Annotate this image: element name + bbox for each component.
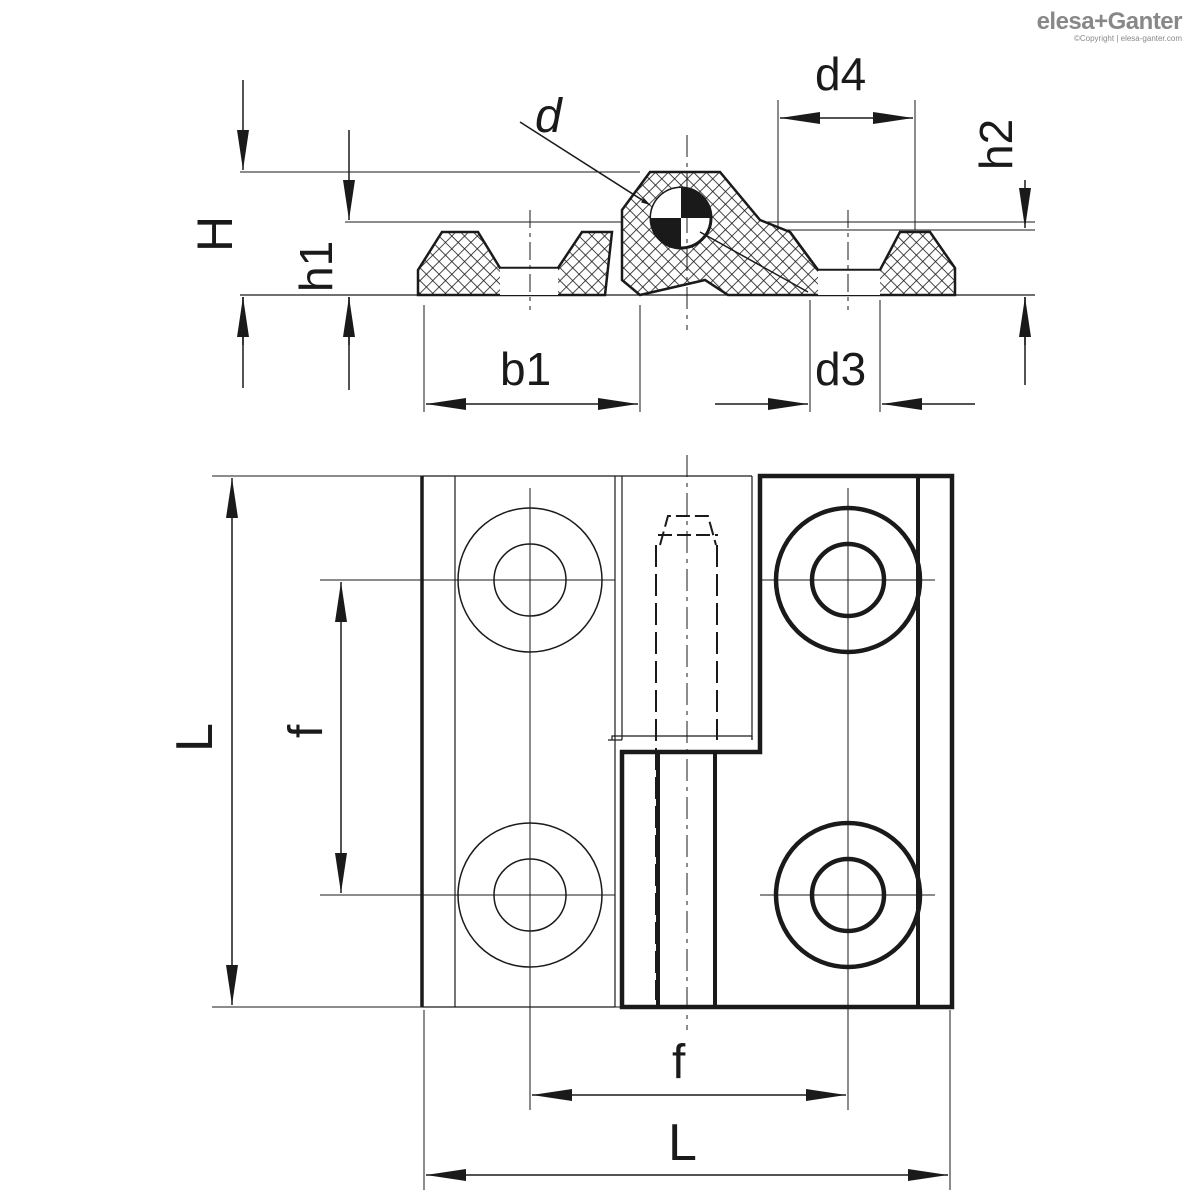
label-h1: h1: [290, 241, 342, 292]
label-f-vertical: f: [280, 724, 333, 738]
label-L-vertical: L: [166, 723, 224, 752]
label-f-horizontal: f: [672, 1036, 686, 1089]
right-leaf-outline: [619, 473, 955, 1010]
pin-quadrant-2: [681, 188, 711, 218]
brand-logo: elesa+Ganter ©Copyright | elesa-ganter.c…: [1036, 8, 1183, 43]
d-leader: [519, 121, 651, 206]
label-h2: h2: [970, 119, 1022, 170]
pin-hidden-top: [659, 515, 717, 546]
top-view: [212, 455, 955, 1190]
left-hole-gap: [500, 268, 558, 295]
label-b1: b1: [500, 343, 551, 395]
right-hole-gap: [818, 270, 880, 295]
brand-name: elesa+Ganter: [1036, 8, 1183, 35]
side-view: [237, 80, 1035, 412]
label-L-horizontal: L: [668, 1114, 697, 1172]
label-d4: d4: [815, 48, 866, 100]
label-H: H: [187, 216, 243, 252]
brand-copyright: ©Copyright | elesa-ganter.com: [1073, 34, 1182, 43]
label-d: d: [535, 90, 563, 143]
pin-quadrant-3: [651, 218, 681, 248]
label-d3: d3: [815, 343, 866, 395]
pin-quadrant-1: [651, 188, 681, 218]
